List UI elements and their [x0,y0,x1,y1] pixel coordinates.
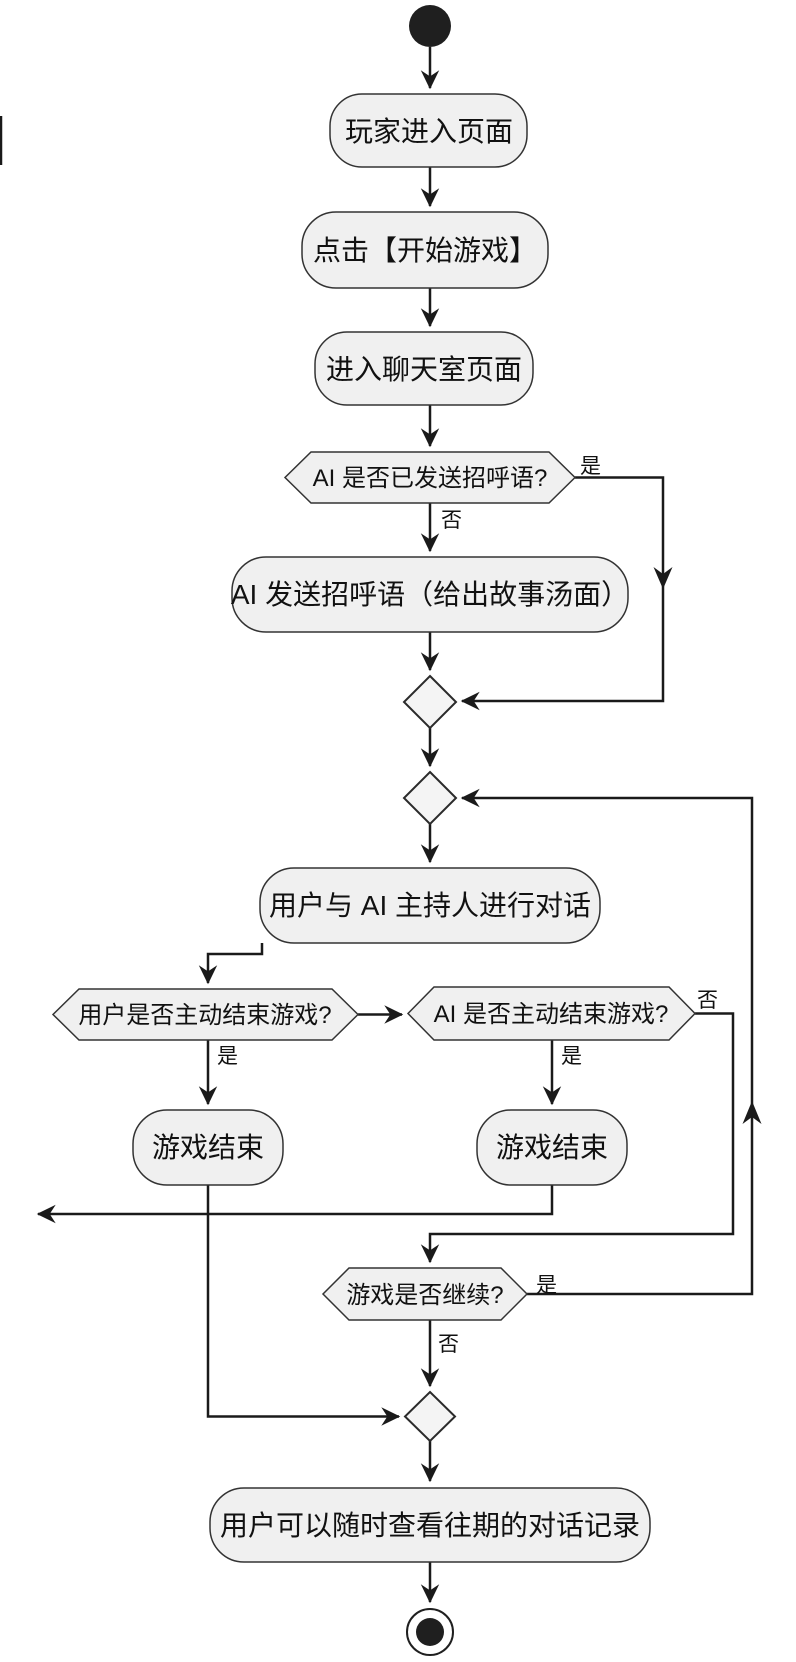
edges [36,47,762,1604]
activity-enter-page-label: 玩家进入页面 [345,116,513,147]
decision-hexagon [283,451,577,504]
mid-arrowhead-up-icon [742,1101,762,1124]
activity-box [329,93,528,168]
edge-game-over-right-exit-left [36,1185,554,1224]
activity-send-greeting-label: AI 发送招呼语（给出故事汤面） [231,579,629,610]
edge-label-yes-user-end: 是 [217,1045,238,1068]
activity-box [209,1487,651,1563]
edge-dialog-to-user-end-q [198,943,264,985]
edge-label-yes-greeting: 是 [580,455,601,478]
edge-label-no-continue: 否 [438,1333,459,1356]
activity-view-history-label: 用户可以随时查看往期的对话记录 [220,1510,640,1541]
edge-greeting-q-yes-to-merge1 [460,476,665,711]
decision-ai-end: AI 是否主动结束游戏? [406,986,697,1041]
decision-greeting-sent: AI 是否已发送招呼语? [283,451,577,504]
decision-hexagon [406,986,697,1041]
activity-box [231,556,629,633]
decision-continue: 游戏是否继续? [321,1267,529,1321]
decision-ai-end-label: AI 是否主动结束游戏? [434,1001,669,1028]
final-state-dot-icon [416,1618,444,1646]
merge-diamond-2 [402,770,458,826]
activity-game-over-right: 游戏结束 [476,1109,628,1186]
start-node [409,5,451,47]
activity-box [259,867,601,944]
edge-ai-end-q-no-to-continue-q [420,1012,735,1264]
edge-continue-q-yes-to-merge2 [460,788,754,1296]
activity-dialog: 用户与 AI 主持人进行对话 [259,867,601,944]
activity-enter-chat: 进入聊天室页面 [314,331,534,406]
initial-state-icon [409,5,451,47]
activity-enter-page: 玩家进入页面 [329,93,528,168]
edge-label-no-ai-end: 否 [697,989,718,1012]
activity-click-start: 点击【开始游戏】 [301,211,549,289]
decision-continue-label: 游戏是否继续? [346,1282,503,1309]
decision-user-end: 用户是否主动结束游戏? [51,988,360,1041]
decision-hexagon [51,988,360,1041]
activity-box [476,1109,628,1186]
edge-game-over-left-to-merge3 [206,1185,401,1426]
activity-game-over-right-label: 游戏结束 [496,1132,608,1163]
decision-greeting-sent-label: AI 是否已发送招呼语? [313,465,548,492]
activity-view-history: 用户可以随时查看往期的对话记录 [209,1487,651,1563]
activity-send-greeting: AI 发送招呼语（给出故事汤面） [231,556,629,633]
activity-box [132,1109,284,1186]
edge-labels: 是 否 是 是 否 是 否 [217,455,718,1356]
activity-enter-chat-label: 进入聊天室页面 [326,354,522,385]
activity-click-start-label: 点击【开始游戏】 [313,235,537,266]
edge-label-no-greeting: 否 [441,509,462,532]
final-node [406,1608,454,1656]
mid-arrowhead-down-icon [653,567,673,589]
activity-game-over-left: 游戏结束 [132,1109,284,1186]
activity-box [301,211,549,289]
edge-label-yes-continue: 是 [536,1274,557,1297]
activity-game-over-left-label: 游戏结束 [152,1132,264,1163]
merge-diamond-3 [403,1390,457,1443]
decision-hexagon [321,1267,529,1321]
decision-user-end-label: 用户是否主动结束游戏? [78,1002,331,1029]
edge-label-yes-ai-end: 是 [561,1045,582,1068]
merge-diamond-1 [402,674,458,730]
activity-dialog-label: 用户与 AI 主持人进行对话 [269,890,591,921]
activity-box [314,331,534,406]
